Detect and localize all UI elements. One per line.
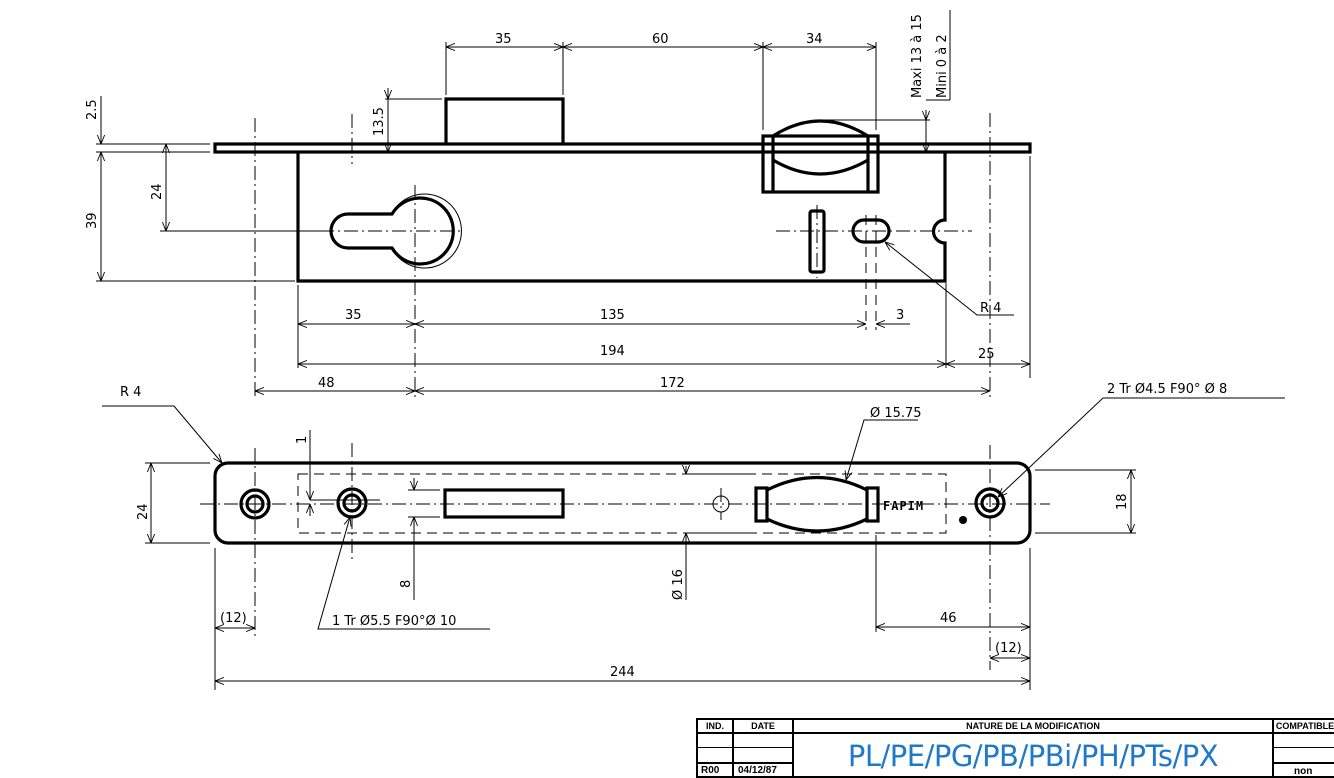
dim-inner-height: 18 (1115, 493, 1130, 510)
lock-case (296, 152, 947, 283)
dim-cylinder-offset: 24 (150, 183, 165, 200)
note-maxi: Maxi 13 à 15 (910, 14, 925, 98)
dim-case-length: 194 (600, 344, 625, 359)
compatibility-value: non (1294, 766, 1313, 777)
revision-index: R00 (701, 765, 720, 776)
registered-icon (959, 516, 967, 524)
dim-cylinder-to-follower: 135 (600, 308, 625, 323)
dim-roller-diameter: Ø 16 (671, 569, 686, 600)
dim-right-edge-to-hole: (12) (995, 641, 1022, 656)
revision-date: 04/12/87 (738, 765, 777, 776)
faceplate-front (213, 461, 1032, 545)
header-ind: IND. (698, 720, 734, 734)
dim-overall-length: 244 (610, 665, 635, 680)
dim-faceplate-thickness: 2.5 (85, 99, 100, 120)
brand-mark: FAPIM (883, 499, 924, 513)
dim-latch-to-edge: 46 (940, 611, 957, 626)
dim-case-height: 39 (85, 212, 100, 229)
dim-fix-to-cylinder: 48 (318, 376, 335, 391)
dim-backset: 35 (345, 308, 362, 323)
dim-offset-small: 1 (295, 436, 310, 444)
dim-latch-diameter: Ø 15.75 (870, 406, 922, 421)
dim-bolt-width: 35 (495, 32, 512, 47)
dim-faceplate-width: 24 (136, 503, 151, 520)
title-block: IND. DATE NATURE DE LA MODIFICATION COMP… (696, 718, 1334, 778)
dim-left-edge-to-hole: (12) (220, 611, 247, 626)
header-compat: COMPATIBLE (1274, 720, 1334, 734)
dim-latch-width: 34 (806, 32, 823, 47)
deadbolt (444, 97, 565, 144)
dim-follower-offset: 3 (896, 308, 904, 323)
dim-corner-radius: R 4 (120, 385, 141, 400)
col-nature (794, 734, 1274, 778)
header-date: DATE (734, 720, 794, 734)
cylinder-cutout (329, 193, 462, 269)
col-date (734, 734, 794, 778)
dim-bolt-to-latch: 60 (652, 32, 669, 47)
dim-slot-offset: 8 (399, 580, 414, 588)
header-nature: NATURE DE LA MODIFICATION (794, 720, 1274, 734)
note-hole-left: 1 Tr Ø5.5 F90°Ø 10 (332, 614, 456, 629)
follower (851, 218, 891, 244)
faceplate-side (213, 142, 1032, 154)
front-view: FAPIM (102, 397, 1285, 690)
dim-bolt-projection: 13.5 (372, 107, 387, 136)
note-mini: Mini 0 à 2 (935, 34, 950, 98)
note-hole-right: 2 Tr Ø4.5 F90° Ø 8 (1107, 382, 1227, 397)
top-view (96, 10, 1032, 400)
model-list: PL/PE/PG/PB/PBi/PH/PTs/PX (847, 739, 1219, 773)
col-ind (698, 734, 734, 778)
latch-bolt (761, 119, 880, 194)
dim-faceplate-overhang: 25 (978, 347, 995, 362)
dim-radius-top: R 4 (980, 301, 1001, 316)
dim-cylinder-to-fix: 172 (660, 376, 685, 391)
